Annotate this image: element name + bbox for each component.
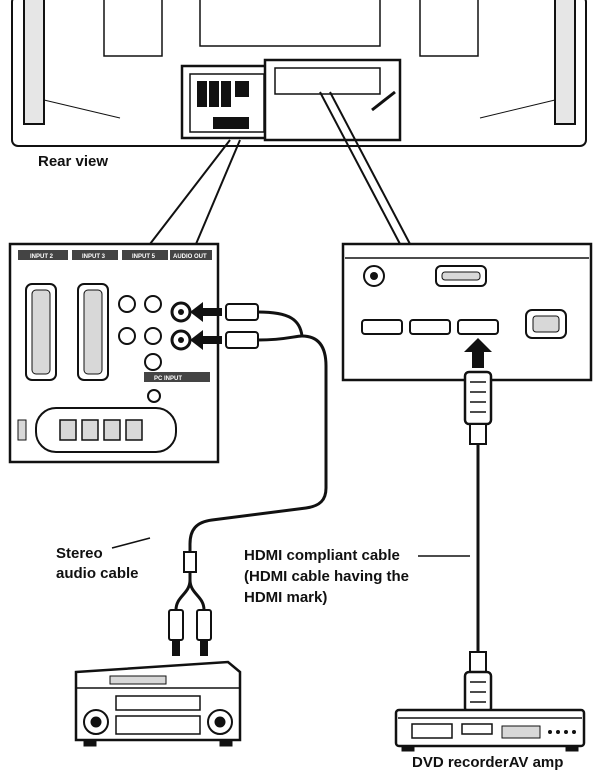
hdmi-plug-tv (463, 370, 493, 426)
input2-label: INPUT 2 (30, 254, 54, 260)
dvd-recorder (394, 708, 586, 752)
hdmi-label-line1: HDMI compliant cable (244, 547, 400, 564)
component-jack-5 (144, 353, 162, 371)
hdmi-label-line3: HDMI mark) (244, 589, 328, 606)
rca-plug-upper (225, 303, 259, 321)
right-terminal-panel (341, 242, 593, 382)
pc-input-label: PC INPUT (154, 376, 182, 382)
component-jack-3 (144, 295, 162, 313)
rear-view-label: Rear view (38, 153, 109, 170)
hdmi-cable (418, 338, 493, 714)
stereo-audio-cable (111, 302, 328, 656)
hdmi-port-2 (409, 319, 451, 335)
rca-plug-amp-right (196, 609, 212, 641)
component-jack-1 (118, 295, 136, 313)
rca-plug-lower (225, 331, 259, 349)
component-jack-4 (144, 327, 162, 345)
device-caption: DVD recorderAV amp (412, 754, 564, 771)
left-terminal-panel: INPUT 2 INPUT 3 INPUT 5 AUDIO OUT PC INP… (8, 242, 220, 464)
input5-label: INPUT 5 (132, 254, 156, 260)
hdmi-port-3 (457, 319, 499, 335)
av-amplifier (74, 660, 242, 747)
input3-label: INPUT 3 (82, 254, 106, 260)
rca-plug-amp-left (168, 609, 184, 641)
hdmi-label-line2: (HDMI cable having the (244, 568, 410, 585)
hdmi-arrow (464, 338, 492, 368)
audio-arrow-upper (190, 302, 222, 322)
audio-out-label: AUDIO OUT (173, 254, 207, 260)
hdmi-port-1 (361, 319, 403, 335)
scart-connector-1-pins (31, 289, 51, 375)
pc-audio-jack (147, 389, 161, 403)
stereo-label-line1: Stereo (56, 545, 103, 562)
scart-connector-2-pins (83, 289, 103, 375)
stereo-label-line2: audio cable (56, 565, 139, 582)
tv-rear (11, 0, 587, 147)
component-jack-2 (118, 327, 136, 345)
audio-arrow-lower (190, 330, 222, 350)
stereo-label-pointer (111, 537, 151, 549)
zoom-leader-lines (149, 91, 411, 245)
